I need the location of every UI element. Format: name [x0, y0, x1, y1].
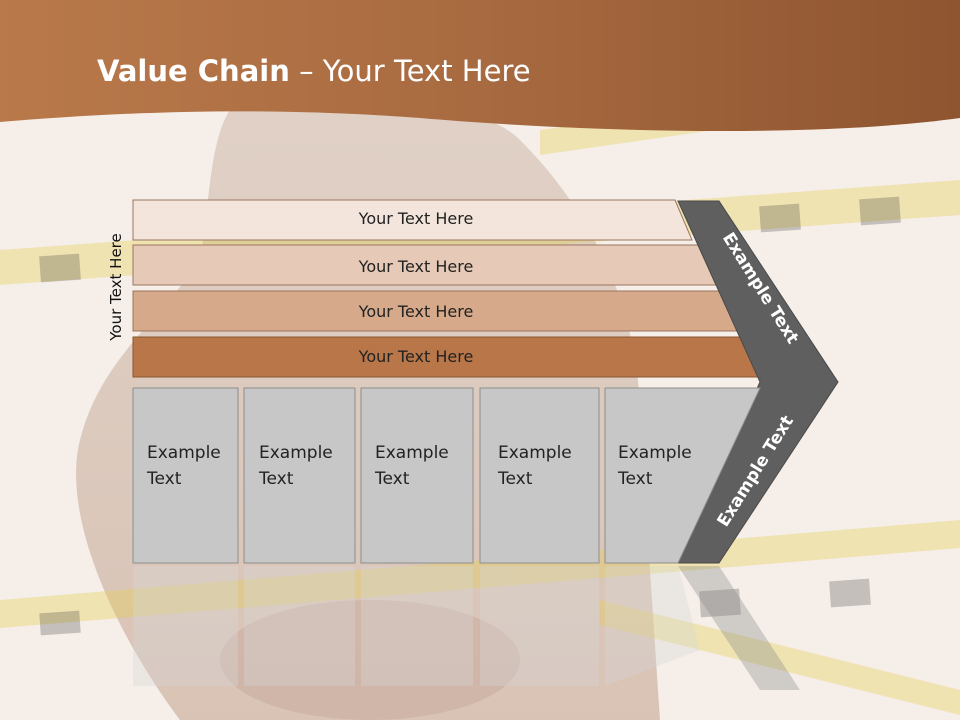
primary-box[interactable]: Example Text — [604, 387, 761, 564]
support-bar-label: Your Text Here — [358, 347, 474, 366]
primary-box-line1: Example — [375, 443, 449, 463]
primary-box[interactable]: Example Text — [360, 387, 474, 564]
slide-title: Value Chain – Your Text Here — [97, 54, 531, 88]
support-bar[interactable]: Your Text Here — [132, 244, 717, 286]
title-bold: Value Chain — [97, 54, 290, 88]
primary-box[interactable]: Example Text — [479, 387, 600, 564]
support-bar-label: Your Text Here — [358, 257, 474, 276]
reflection — [133, 566, 800, 690]
support-bar[interactable]: Your Text Here — [132, 336, 764, 378]
support-bar[interactable]: Your Text Here — [132, 290, 740, 332]
title-rest: – Your Text Here — [289, 54, 531, 88]
support-bar-label: Your Text Here — [358, 209, 474, 228]
primary-box-line2: Text — [617, 469, 653, 489]
margin-chevron[interactable] — [677, 200, 839, 564]
primary-box-line1: Example — [259, 443, 333, 463]
primary-box[interactable]: Example Text — [132, 387, 239, 564]
primary-box-line1: Example — [147, 443, 221, 463]
primary-box-line2: Text — [497, 469, 533, 489]
primary-box-line1: Example — [498, 443, 572, 463]
primary-box-line2: Text — [258, 469, 294, 489]
support-bar-label: Your Text Here — [358, 302, 474, 321]
primary-box[interactable]: Example Text — [243, 387, 356, 564]
primary-box-line2: Text — [146, 469, 182, 489]
support-bar[interactable]: Your Text Here — [132, 199, 693, 241]
primary-box-line2: Text — [374, 469, 410, 489]
primary-box-line1: Example — [618, 443, 692, 463]
